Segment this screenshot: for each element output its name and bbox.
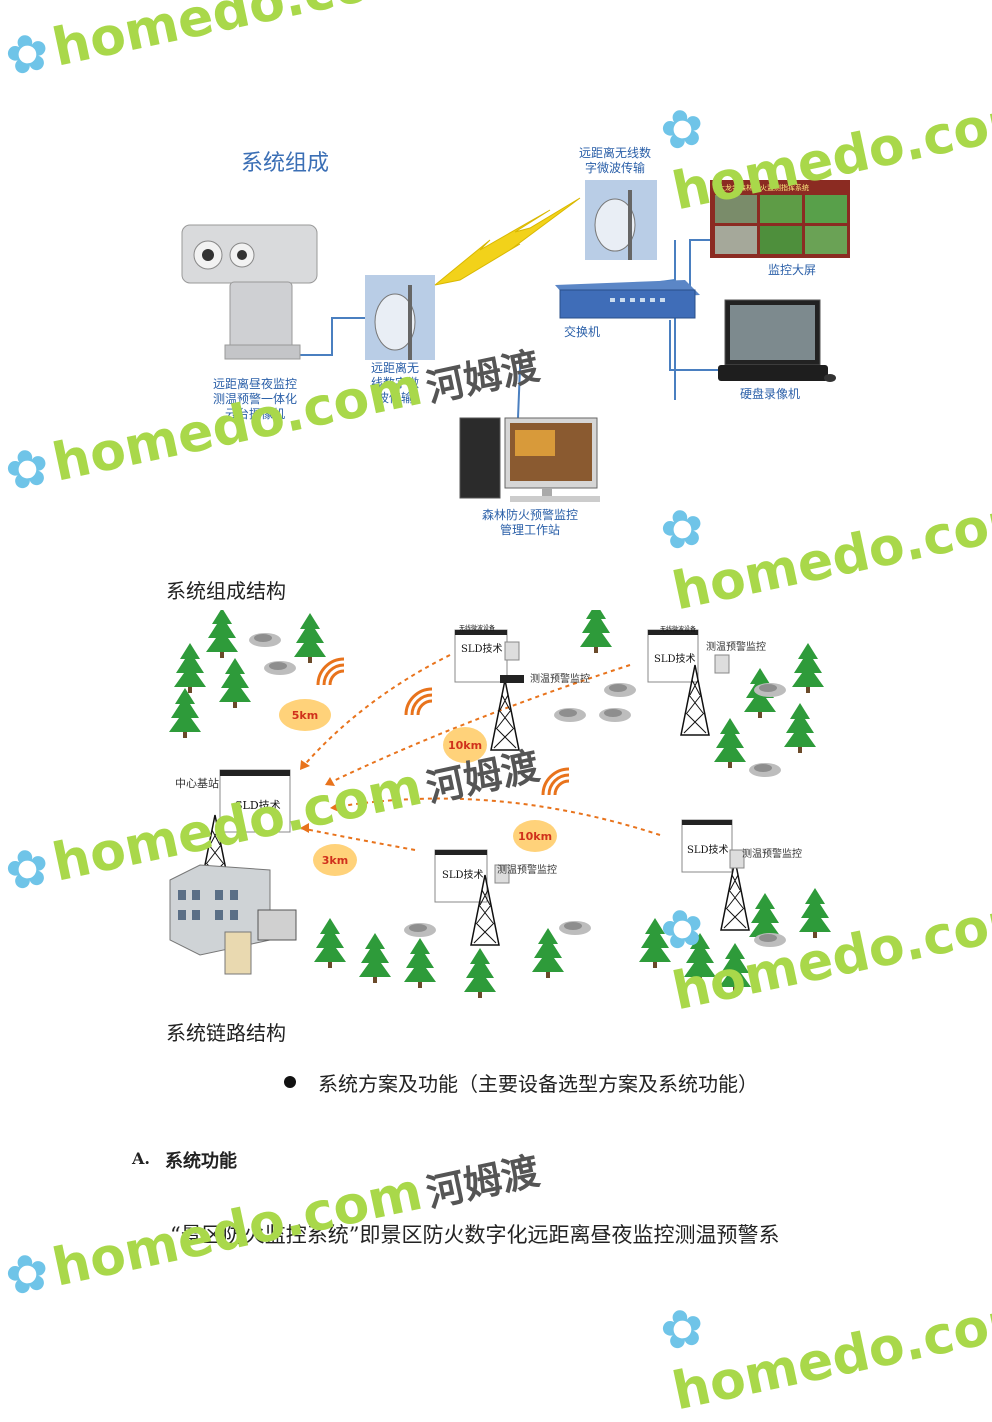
monitor-label-top-center: 测温预警监控 <box>530 674 590 685</box>
body-paragraph: “景区防火监控系统”即景区防火数字化远距离昼夜监控测温预警系 <box>170 1223 780 1247</box>
distance-3km: 3km <box>322 854 348 867</box>
monitor-label-top-right: 测温预警监控 <box>706 642 766 653</box>
caption-system-link: 系统链路结构 <box>166 1021 286 1045</box>
distance-10km-b: 10km <box>518 830 552 843</box>
remote-antenna-image <box>585 180 657 260</box>
watermark-latin: homedo.com <box>47 0 428 79</box>
relay-label-line2: 线数字微 <box>370 376 419 390</box>
relay-antenna-label: 远距离无 线数字微 波传输 <box>358 361 432 406</box>
distance-5km: 5km <box>292 709 318 722</box>
distance-10km-a: 10km <box>448 739 482 752</box>
sld-label-top-center: SLD技术 <box>461 644 503 655</box>
camera-label-line2: 测温预警一体化 <box>212 392 297 406</box>
sld-panel-top-center <box>454 629 524 751</box>
ptz-camera-image <box>181 224 318 360</box>
sld-panel-top-right <box>647 629 730 736</box>
workstation-label-line1: 森林防火预警监控 <box>481 508 578 522</box>
watermark-latin: homedo.com <box>667 1285 992 1422</box>
caption-system-composition: 系统组成结构 <box>166 579 286 603</box>
camera-label-line3: 云台摄像机 <box>224 407 285 421</box>
center-station-label: 中心基站 <box>175 777 219 790</box>
homedo-flower-icon: ✿ <box>0 20 56 89</box>
figure1-title: 系统组成 <box>240 151 329 176</box>
relay-antenna-image <box>365 275 435 360</box>
relay-label-line3: 波传输 <box>376 391 413 405</box>
center-base-station <box>169 769 297 975</box>
sld-panel-bottom-center <box>434 849 510 946</box>
video-wall-label: 监控大屏 <box>767 263 816 277</box>
screen-header-label: 大龙寺森林防火监测指挥系统 <box>718 184 809 192</box>
watermark-8: ✿ homedo.com <box>655 1227 992 1422</box>
switch-label: 交换机 <box>563 325 600 339</box>
system-composition-diagram <box>181 180 850 502</box>
remote-antenna-label: 远距离无线数 字微波传输 <box>565 146 665 176</box>
homedo-flower-icon: ✿ <box>0 435 56 504</box>
sld-label-bottom-center: SLD技术 <box>442 870 484 881</box>
homedo-flower-icon: ✿ <box>655 1295 711 1364</box>
video-wall-image <box>710 180 850 258</box>
system-link-diagram: 5km 10km 3km 10km <box>169 610 831 998</box>
camera-label: 远距离昼夜监控 测温预警一体化 云台摄像机 <box>195 377 315 422</box>
workstation-label-line2: 管理工作站 <box>499 523 560 537</box>
distance-bubbles <box>279 699 557 876</box>
sld-label-center: SLD技术 <box>235 799 281 812</box>
camera-label-line1: 远距离昼夜监控 <box>212 377 297 391</box>
wireless-label-top-center: 无线微波设备 <box>459 625 496 632</box>
remote-antenna-label-line2: 字微波传输 <box>584 161 645 175</box>
sld-label-top-right: SLD技术 <box>654 654 696 665</box>
monitor-label-bottom-center: 测温预警监控 <box>497 865 557 876</box>
section-number: A. <box>132 1149 150 1168</box>
monitor-label-bottom-right: 测温预警监控 <box>742 849 802 860</box>
watermark-1: ✿ homedo.com 河姆渡 <box>0 0 544 89</box>
workstation-image <box>459 417 600 502</box>
dvr-image <box>718 299 836 382</box>
dvr-label: 硬盘录像机 <box>739 387 800 401</box>
watermark-cn: 河姆渡 <box>422 1148 544 1216</box>
section-title: 系统功能 <box>165 1151 237 1172</box>
workstation-label: 森林防火预警监控 管理工作站 <box>465 508 595 538</box>
switch-image <box>555 280 700 319</box>
homedo-flower-icon: ✿ <box>0 1240 56 1309</box>
wireless-bolt <box>434 197 581 286</box>
remote-antenna-label-line1: 远距离无线数 <box>578 146 651 160</box>
sld-label-bottom-right: SLD技术 <box>687 845 729 856</box>
bullet-heading: 系统方案及功能（主要设备选型方案及系统功能） <box>318 1072 758 1096</box>
wireless-label-top-right: 无线微波设备 <box>660 626 697 633</box>
homedo-flower-icon: ✿ <box>0 835 56 904</box>
bullet-icon <box>284 1076 296 1088</box>
relay-label-line1: 远距离无 <box>370 361 419 375</box>
sld-panel-bottom-right <box>681 819 750 931</box>
